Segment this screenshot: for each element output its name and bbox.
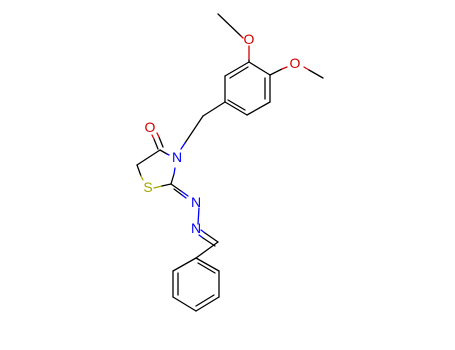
bond-o-right-ring bbox=[281, 66, 288, 70]
bond-n-ch-c bbox=[198, 234, 204, 239]
atom-n-azine-1: N bbox=[191, 194, 201, 210]
bond-ph-d bbox=[172, 296, 197, 312]
bond-ch-phenyl bbox=[195, 241, 219, 259]
bond-ethyl-2 bbox=[184, 115, 204, 144]
atom-o-methoxy-right: O bbox=[290, 55, 301, 71]
bond-ethyl-n bbox=[180, 142, 186, 150]
bond-c2-nazine-d bbox=[181, 194, 187, 199]
bond-c2-n bbox=[170, 173, 175, 185]
bond-n-c4 bbox=[166, 153, 170, 156]
bond-n-ch-b bbox=[204, 232, 219, 243]
bond-n-ch-d bbox=[202, 237, 216, 247]
bond-c4-o-c bbox=[158, 136, 164, 148]
bond-ph-f bbox=[172, 257, 197, 272]
bond-ring1-inner-2 bbox=[227, 99, 246, 111]
bond-ring1-a bbox=[248, 61, 271, 76]
atom-o-methoxy-top: O bbox=[244, 31, 255, 47]
bond-ring1-inner-3 bbox=[229, 66, 249, 79]
atom-n-azine-2: N bbox=[191, 220, 201, 236]
bond-ring-o-right bbox=[269, 68, 283, 76]
bond-o-methyl-top bbox=[240, 35, 244, 39]
bond-ph-inner-2 bbox=[195, 294, 215, 307]
bond-c4-o-a bbox=[153, 138, 159, 150]
bond-o-right-methyl bbox=[303, 66, 310, 71]
bond-s-c5 bbox=[140, 175, 144, 181]
bond-n-ch-a bbox=[200, 229, 206, 234]
bond-methyl-right bbox=[308, 69, 324, 79]
bond-ph-a bbox=[195, 257, 220, 272]
bond-c4-o-b bbox=[151, 134, 155, 140]
bond-c5-s bbox=[136, 164, 142, 177]
bond-c2-s bbox=[161, 183, 172, 187]
bond-ph-c bbox=[195, 296, 220, 312]
bond-n-c2 bbox=[173, 167, 176, 175]
atom-o-carbonyl: O bbox=[145, 119, 156, 135]
bond-methyl-top bbox=[217, 13, 242, 37]
bond-ethyl-1 bbox=[202, 101, 226, 117]
bond-ring1-c bbox=[246, 101, 271, 116]
bond-ring1-f bbox=[224, 61, 250, 77]
bond-c4-n bbox=[159, 149, 168, 155]
bond-c2-nazine-a bbox=[170, 183, 182, 192]
bond-ph-inner-1 bbox=[197, 262, 216, 274]
bond-n-n bbox=[197, 207, 200, 225]
bond-c4-o-d bbox=[156, 132, 160, 138]
atom-s-ring: S bbox=[143, 179, 152, 195]
bond-ring1-d bbox=[224, 101, 248, 116]
bond-c2-nazine-c bbox=[173, 188, 183, 196]
bond-c4-c5 bbox=[136, 149, 161, 166]
bond-c2-nazine-b bbox=[180, 190, 189, 197]
bond-s-c2 bbox=[153, 185, 163, 189]
atom-n-ring: N bbox=[172, 149, 182, 165]
